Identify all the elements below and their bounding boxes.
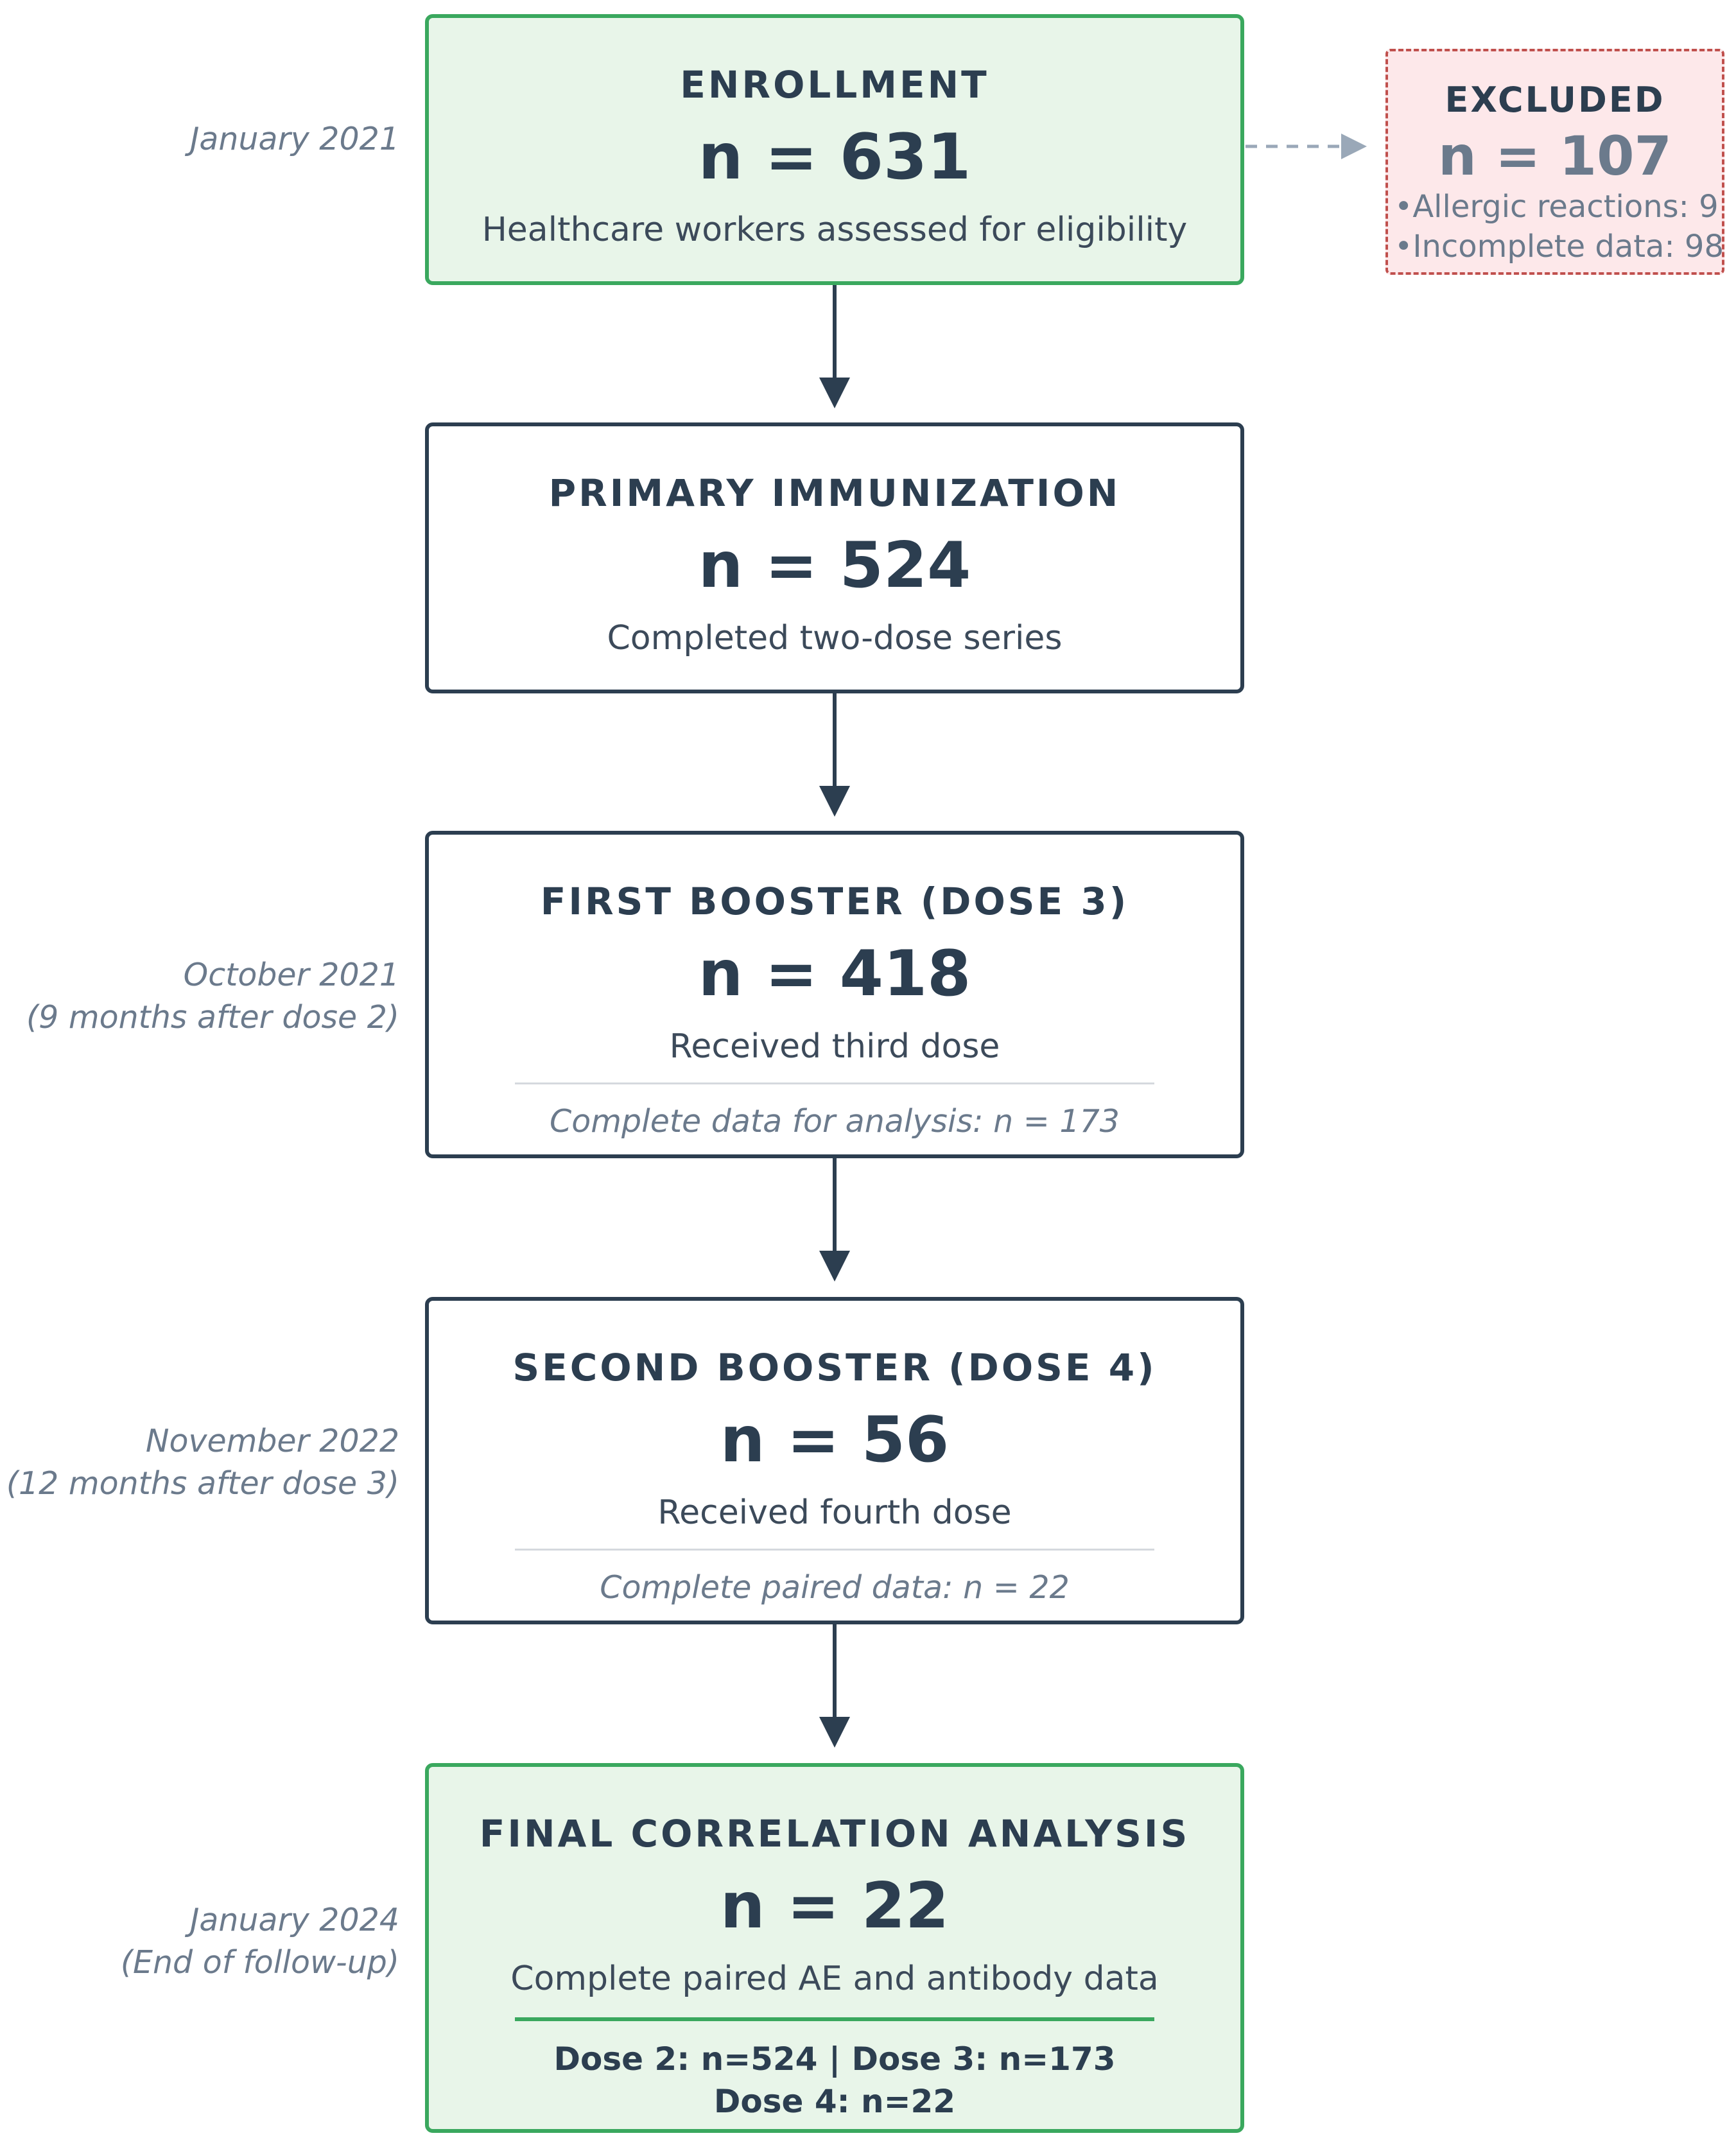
first-booster-separator	[515, 1082, 1154, 1084]
final-summary: Dose 2: n=524 | Dose 3: n=173 Dose 4: n=…	[429, 2038, 1240, 2123]
final-title: FINAL CORRELATION ANALYSIS	[479, 1812, 1190, 1856]
excluded-title: EXCLUDED	[1445, 80, 1665, 120]
primary-count: n = 524	[698, 529, 971, 602]
primary-title: PRIMARY IMMUNIZATION	[548, 471, 1121, 515]
first-booster-box: FIRST BOOSTER (DOSE 3) n = 418 Received …	[425, 831, 1244, 1158]
enrollment-count: n = 631	[698, 121, 971, 194]
timeline-first-booster-interval: (9 months after dose 2)	[26, 999, 399, 1036]
timeline-second-booster: November 2022 (12 months after dose 3)	[0, 1420, 399, 1505]
timeline-first-booster-date: October 2021	[183, 957, 399, 993]
first-booster-description: Received third dose	[669, 1027, 1000, 1066]
second-booster-count: n = 56	[720, 1404, 950, 1477]
timeline-second-booster-date: November 2022	[145, 1423, 399, 1459]
second-booster-description: Received fourth dose	[657, 1493, 1012, 1532]
primary-immunization-box: PRIMARY IMMUNIZATION n = 524 Completed t…	[425, 422, 1244, 693]
enrollment-title: ENROLLMENT	[680, 63, 989, 107]
first-booster-title: FIRST BOOSTER (DOSE 3)	[540, 880, 1129, 923]
final-separator	[515, 2017, 1154, 2021]
excluded-item-allergic: •Allergic reactions: 9	[1394, 189, 1719, 225]
final-count: n = 22	[720, 1870, 950, 1943]
timeline-enrollment: January 2021	[189, 121, 399, 157]
second-booster-note: Complete paired data: n = 22	[600, 1569, 1070, 1606]
final-analysis-box: FINAL CORRELATION ANALYSIS n = 22 Comple…	[425, 1763, 1244, 2133]
excluded-item-incomplete: •Incomplete data: 98	[1394, 229, 1724, 265]
final-description: Complete paired AE and antibody data	[510, 1960, 1159, 1998]
second-booster-separator	[515, 1549, 1154, 1551]
excluded-box: EXCLUDED n = 107 •Allergic reactions: 9 …	[1385, 49, 1724, 275]
second-booster-box: SECOND BOOSTER (DOSE 4) n = 56 Received …	[425, 1297, 1244, 1624]
timeline-final: January 2024 (End of follow-up)	[0, 1899, 399, 1984]
second-booster-title: SECOND BOOSTER (DOSE 4)	[512, 1346, 1157, 1389]
enrollment-description: Healthcare workers assessed for eligibil…	[482, 211, 1188, 249]
timeline-final-label: (End of follow-up)	[120, 1944, 399, 1981]
final-summary-line-2: Dose 4: n=22	[713, 2083, 956, 2120]
first-booster-count: n = 418	[698, 937, 971, 1011]
primary-description: Completed two-dose series	[607, 619, 1063, 657]
timeline-second-booster-interval: (12 months after dose 3)	[6, 1465, 399, 1502]
timeline-final-date: January 2024	[189, 1902, 399, 1938]
final-summary-line-1: Dose 2: n=524 | Dose 3: n=173	[553, 2040, 1116, 2078]
excluded-count: n = 107	[1437, 125, 1672, 187]
timeline-first-booster: October 2021 (9 months after dose 2)	[0, 954, 399, 1039]
first-booster-note: Complete data for analysis: n = 173	[550, 1103, 1120, 1140]
enrollment-box: ENROLLMENT n = 631 Healthcare workers as…	[425, 14, 1244, 285]
